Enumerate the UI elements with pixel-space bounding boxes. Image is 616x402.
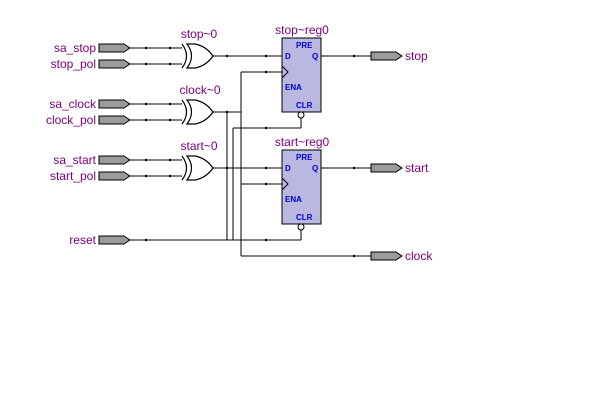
output-label-clock: clock (405, 249, 433, 263)
input-port-sa-stop[interactable]: sa_stop (54, 41, 131, 55)
pin-pre: PRE (296, 41, 313, 50)
xor-label-clock: clock~0 (179, 83, 220, 97)
input-label-start-pol: start_pol (50, 169, 96, 183)
register-label-start: start~reg0 (275, 135, 330, 149)
pin-pre: PRE (296, 153, 313, 162)
input-label-clock-pol: clock_pol (46, 113, 96, 127)
output-port-start[interactable]: start (370, 161, 429, 175)
output-label-start: start (405, 161, 429, 175)
input-label-reset: reset (69, 233, 96, 247)
input-label-stop-pol: stop_pol (51, 57, 96, 71)
xor-gate-clock[interactable]: clock~0 (179, 83, 221, 125)
xor-gate-stop[interactable]: stop~0 (181, 27, 218, 69)
input-label-sa-clock: sa_clock (49, 97, 97, 111)
input-port-sa-clock[interactable]: sa_clock (49, 97, 131, 111)
input-port-reset[interactable]: reset (69, 233, 131, 247)
output-port-clock[interactable]: clock (370, 249, 433, 263)
register-label-stop: stop~reg0 (275, 23, 329, 37)
input-port-stop-pol[interactable]: stop_pol (51, 57, 131, 71)
xor-label-stop: stop~0 (181, 27, 218, 41)
xor-gate-start[interactable]: start~0 (180, 139, 218, 181)
input-port-sa-start[interactable]: sa_start (53, 153, 131, 167)
pin-ena: ENA (285, 83, 302, 92)
input-port-start-pol[interactable]: start_pol (50, 169, 131, 183)
input-label-sa-start: sa_start (53, 153, 96, 167)
xor-label-start: start~0 (180, 139, 217, 153)
pin-clr: CLR (296, 101, 313, 110)
output-port-stop[interactable]: stop (370, 49, 428, 63)
input-wires (130, 46, 282, 242)
internal-wires (213, 54, 371, 258)
pin-clr: CLR (296, 213, 313, 222)
input-label-sa-stop: sa_stop (54, 41, 96, 55)
register-stop[interactable]: stop~reg0 PRE D Q ENA CLR (275, 23, 329, 119)
register-start[interactable]: start~reg0 PRE D Q ENA CLR (275, 135, 330, 231)
output-label-stop: stop (405, 49, 428, 63)
input-port-clock-pol[interactable]: clock_pol (46, 113, 131, 127)
pin-q: Q (312, 164, 318, 173)
pin-ena: ENA (285, 195, 302, 204)
pin-q: Q (312, 52, 318, 61)
pin-d: D (285, 164, 291, 173)
pin-d: D (285, 52, 291, 61)
